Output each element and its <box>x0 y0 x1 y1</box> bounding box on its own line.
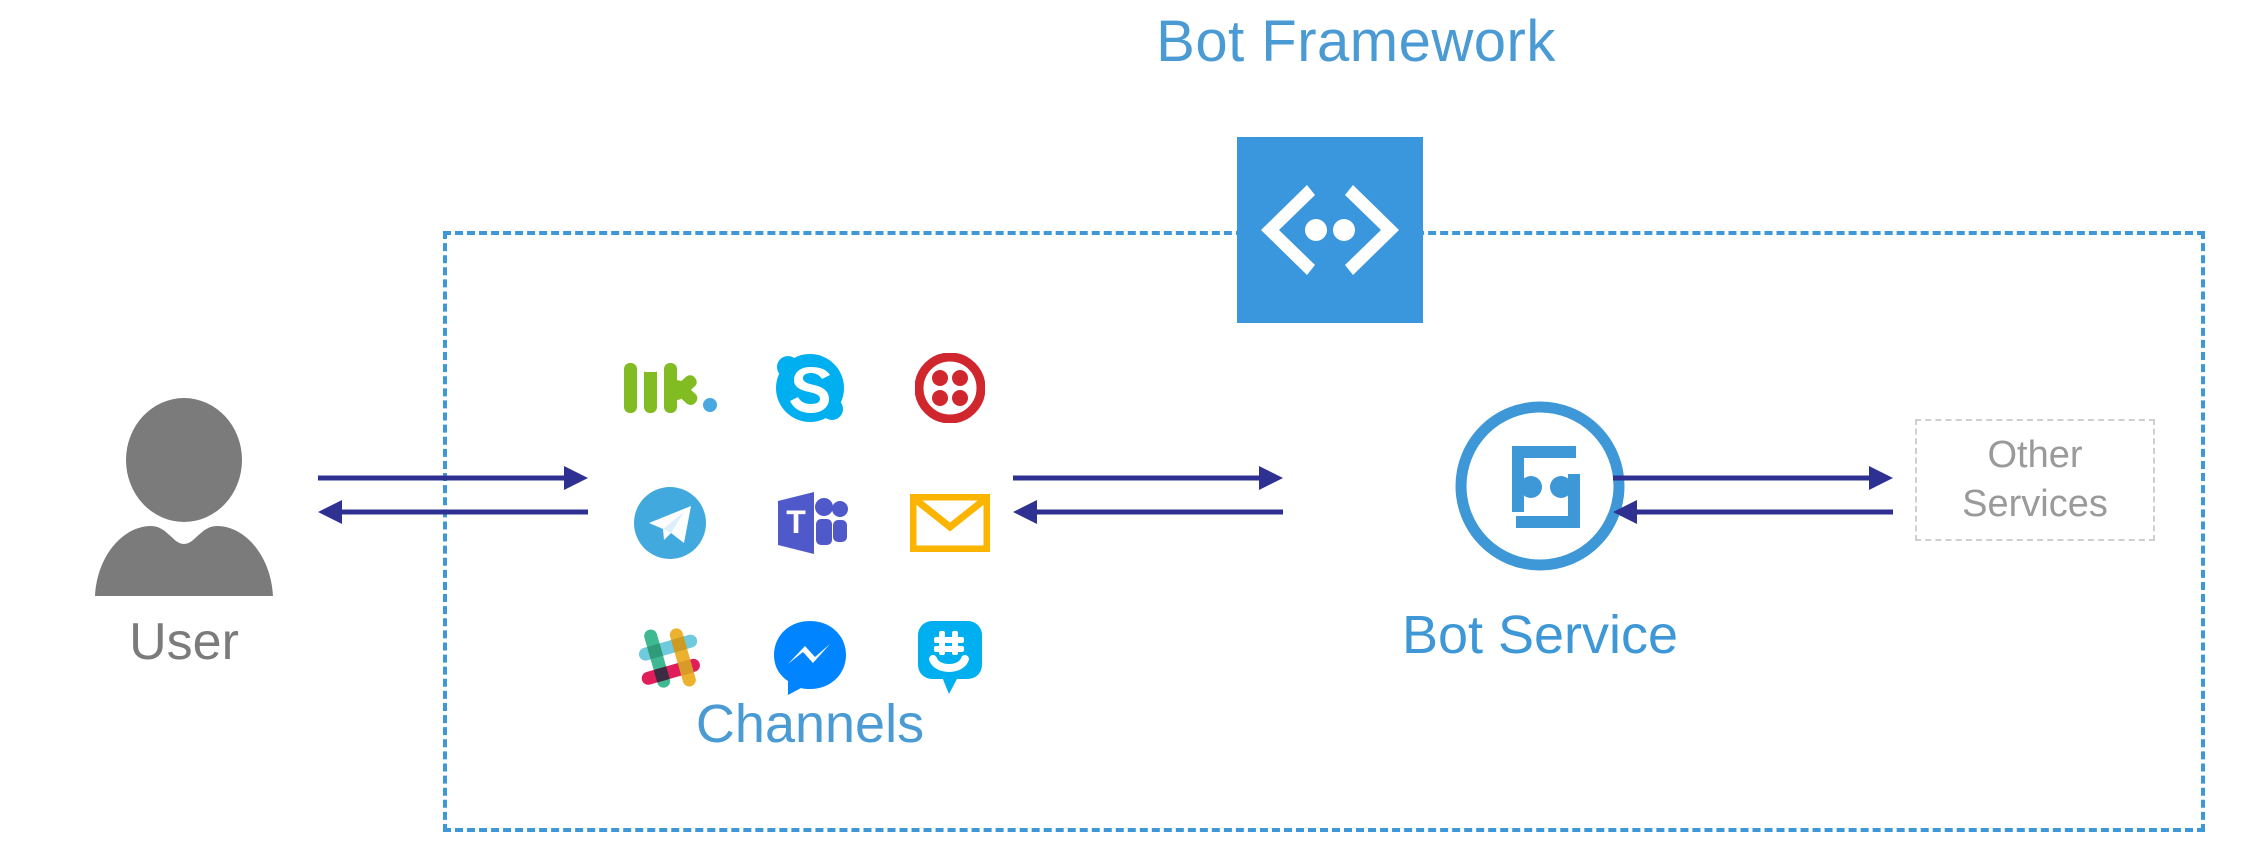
other-services-node: Other Services <box>1915 419 2155 541</box>
channel-kik[interactable] <box>600 320 740 455</box>
facebook-messenger-icon <box>774 620 846 695</box>
svg-text:T: T <box>786 504 806 540</box>
bot-service-icon <box>1455 401 1625 571</box>
channels-row-1 <box>600 320 1020 455</box>
teams-icon: T <box>778 491 848 554</box>
channel-groupme[interactable] <box>880 590 1020 725</box>
telegram-icon <box>634 486 706 559</box>
bot-service-node: Bot Service <box>1330 396 1750 666</box>
channel-slack[interactable] <box>600 590 740 725</box>
email-envelope-icon <box>910 493 990 552</box>
twilio-icon <box>915 352 985 423</box>
channel-facebook-messenger[interactable] <box>740 590 880 725</box>
code-brackets-logo-icon <box>1237 137 1423 323</box>
other-services-line2: Services <box>1962 483 2108 525</box>
channels-label: Channels <box>695 694 925 754</box>
channels-group: T <box>600 320 1020 725</box>
slack-icon <box>638 627 700 688</box>
groupme-icon <box>918 620 982 694</box>
skype-icon <box>776 353 844 422</box>
channel-skype[interactable] <box>740 320 880 455</box>
bot-service-label: Bot Service <box>1401 605 1679 665</box>
arrow-botservice-otherservices <box>1613 460 1893 530</box>
page-title: Bot Framework <box>1156 9 1556 74</box>
user-avatar-icon <box>95 398 273 596</box>
channel-email[interactable] <box>880 455 1020 590</box>
other-services-line1: Other <box>1987 434 2083 477</box>
channel-teams[interactable]: T <box>740 455 880 590</box>
channels-row-2: T <box>600 455 1020 590</box>
user-label: User <box>129 613 239 671</box>
user-node: User <box>64 398 304 672</box>
arrow-channels-botservice <box>1013 460 1283 530</box>
arrow-user-channels <box>318 460 588 530</box>
channel-telegram[interactable] <box>600 455 740 590</box>
channel-twilio[interactable] <box>880 320 1020 455</box>
channels-row-3 <box>600 590 1020 725</box>
kik-icon <box>624 362 717 413</box>
